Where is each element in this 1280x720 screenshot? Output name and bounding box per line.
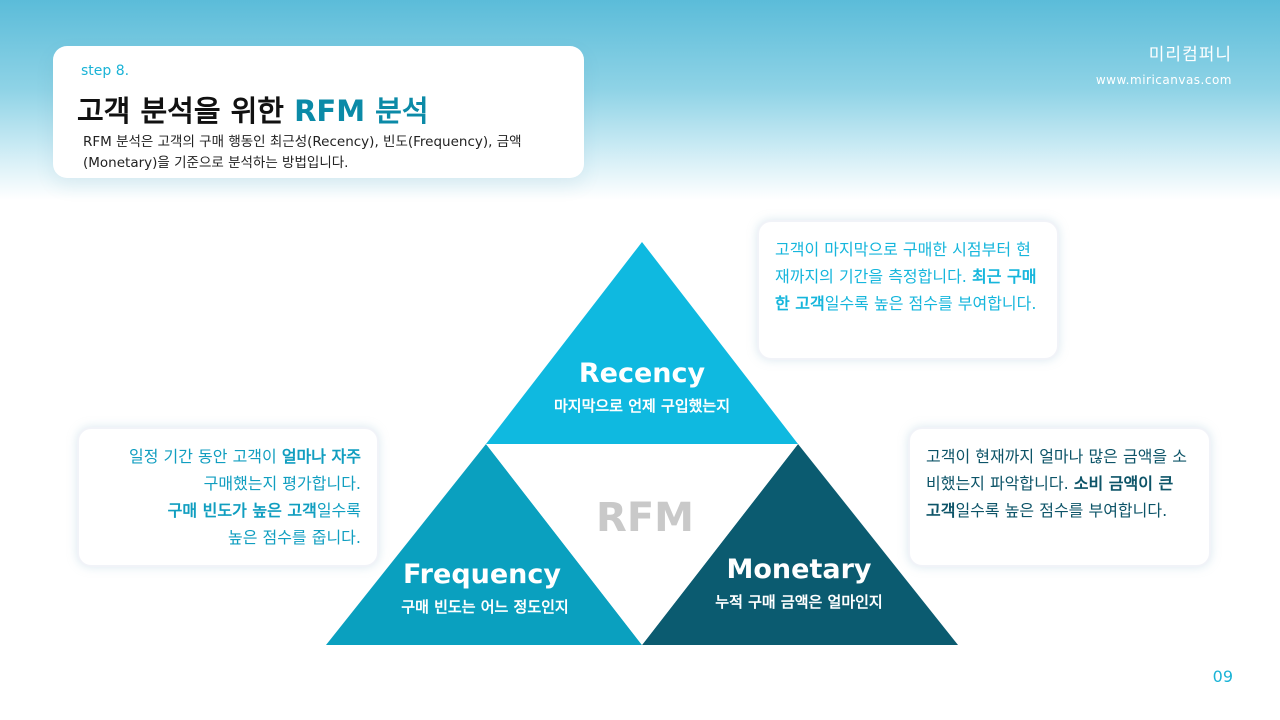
- recency-title: Recency: [579, 358, 706, 389]
- page-description: RFM 분석은 고객의 구매 행동인 최근성(Recency), 빈도(Freq…: [83, 134, 522, 171]
- monetary-callout: 고객이 현재까지 얼마나 많은 금액을 소비했는지 파악합니다. 소비 금액이 …: [908, 427, 1211, 567]
- monetary-callout-tail: 일수록 높은 점수를 부여합니다.: [955, 501, 1168, 520]
- brand-name: 미리컴퍼니: [1148, 45, 1232, 65]
- frequency-triangle: [326, 444, 642, 645]
- frequency-callout-tail: 일수록: [316, 501, 361, 520]
- recency-callout: 고객이 마지막으로 구매한 시점부터 현재까지의 기간을 측정합니다. 최근 구…: [757, 220, 1059, 360]
- page-title-main: 고객 분석을 위한: [77, 94, 295, 128]
- title-card: step 8. 고객 분석을 위한 RFM 분석 RFM 분석은 고객의 구매 …: [53, 46, 584, 178]
- brand-url: www.miricanvas.com: [1095, 73, 1232, 87]
- frequency-callout-strong2: 구매 빈도가 높은 고객: [167, 501, 317, 520]
- monetary-callout-strong: 소비 금액이 큰 고객: [926, 474, 1174, 520]
- frequency-callout-normal: 일정 기간 동안 고객이: [129, 447, 282, 466]
- frequency-callout-line4: 높은 점수를 줍니다.: [227, 528, 361, 547]
- frequency-callout-line3: 구매 빈도가 높은 고객일수록: [95, 497, 361, 524]
- rfm-center-triangle: [486, 444, 798, 645]
- recency-callout-tail: 일수록 높은 점수를 부여합니다.: [824, 294, 1037, 313]
- recency-triangle: [486, 242, 798, 444]
- frequency-callout-line1: 일정 기간 동안 고객이 얼마나 자주: [95, 443, 361, 470]
- brand-block: 미리컴퍼니 www.miricanvas.com: [1096, 40, 1232, 87]
- monetary-title: Monetary: [727, 554, 872, 585]
- page-title-accent: RFM 분석: [294, 94, 429, 128]
- frequency-callout-strong: 얼마나 자주: [281, 447, 361, 466]
- frequency-callout: 일정 기간 동안 고객이 얼마나 자주 구매했는지 평가합니다. 구매 빈도가 …: [77, 427, 379, 567]
- frequency-title: Frequency: [403, 559, 561, 590]
- recency-subtitle: 마지막으로 언제 구입했는지: [554, 397, 730, 415]
- rfm-center-label: RFM: [596, 495, 694, 541]
- recency-callout-strong: 최근 구매한 고객: [775, 267, 1037, 313]
- recency-callout-text: 고객이 마지막으로 구매한 시점부터 현재까지의 기간을 측정합니다.: [775, 240, 1031, 286]
- frequency-subtitle: 구매 빈도는 어느 정도인지: [401, 598, 568, 616]
- monetary-subtitle: 누적 구매 금액은 얼마인지: [715, 593, 882, 611]
- step-label: step 8.: [81, 63, 130, 79]
- monetary-triangle: [642, 444, 958, 645]
- monetary-callout-text: 고객이 현재까지 얼마나 많은 금액을 소비했는지 파악합니다.: [926, 447, 1187, 493]
- page-number: 09: [1212, 667, 1233, 686]
- page-title: 고객 분석을 위한 RFM 분석: [77, 88, 429, 130]
- frequency-callout-line2: 구매했는지 평가합니다.: [203, 474, 361, 493]
